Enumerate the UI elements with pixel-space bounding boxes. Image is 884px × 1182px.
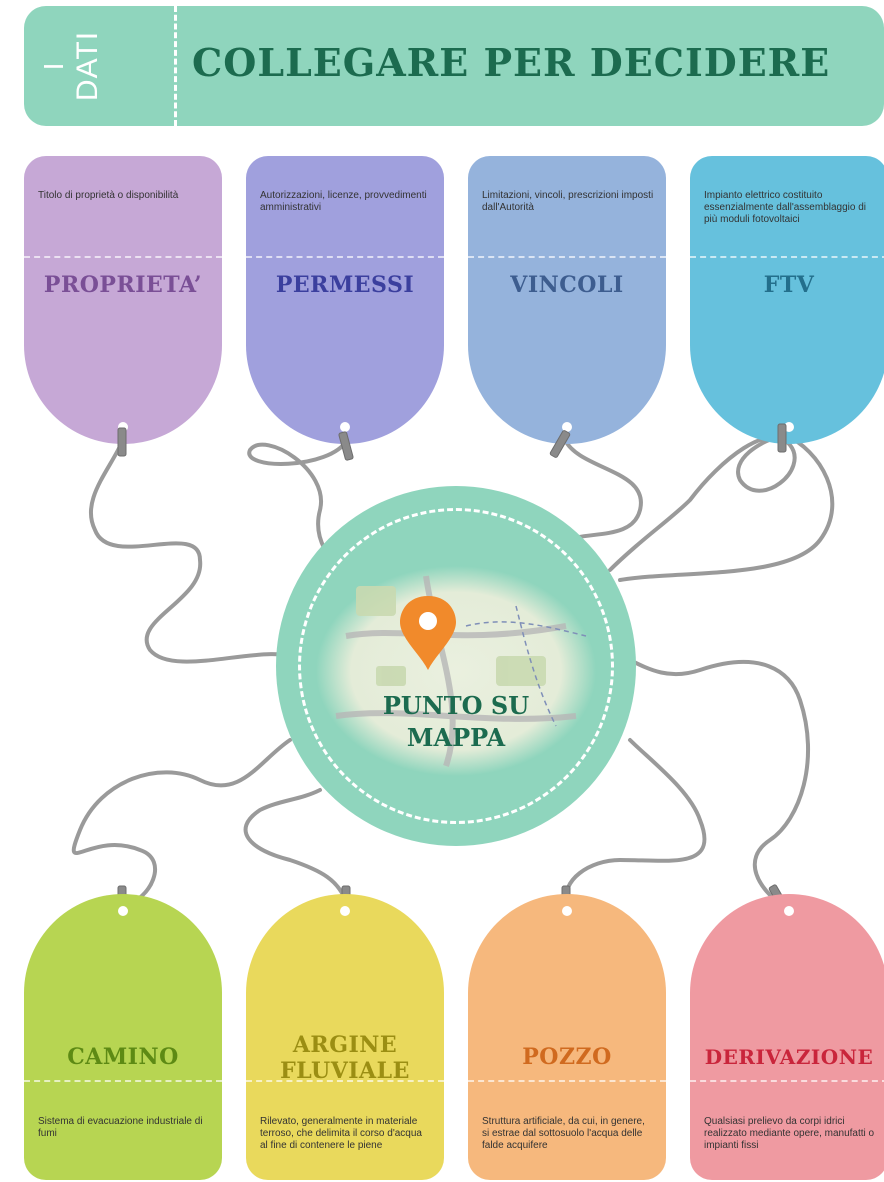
string-camino — [71, 738, 292, 907]
hub-dashed-ring — [298, 508, 614, 824]
tag-title: DERIVAZIONE — [704, 1045, 874, 1069]
tag-title: CAMINO — [67, 1044, 179, 1070]
clip-icon — [777, 423, 787, 453]
tag-title: ARGINE FLUVIALE — [246, 1032, 444, 1084]
tag-hole — [340, 422, 350, 432]
tag-divider — [690, 256, 884, 258]
tag-description: Titolo di proprietà o disponibilità — [38, 190, 179, 201]
hub-label: PUNTO SU MAPPA — [336, 690, 576, 754]
page-title: COLLEGARE PER DECIDERE — [192, 40, 831, 85]
tag-hole — [784, 906, 794, 916]
string-derivazione — [628, 658, 810, 907]
tag-hole — [784, 422, 794, 432]
clip-icon — [549, 430, 571, 458]
tag-description: Rilevato, generalmente in materiale terr… — [260, 1116, 422, 1151]
tag-title: FTV — [763, 272, 815, 298]
tag-title: PROPRIETA’ — [43, 272, 203, 298]
clip-icon — [117, 427, 127, 457]
header-banner: I DATI COLLEGARE PER DECIDERE — [24, 6, 884, 126]
tag-permessi: Autorizzazioni, licenze, provvedimenti a… — [246, 156, 444, 444]
tag-description: Impianto elettrico costituito essenzialm… — [704, 190, 867, 225]
tag-divider — [24, 1080, 222, 1082]
tag-hole — [118, 906, 128, 916]
hub-label-line1: PUNTO SU — [382, 691, 530, 720]
string-proprieta — [88, 438, 302, 664]
map-pin-icon — [400, 596, 456, 670]
tag-title: VINCOLI — [510, 272, 624, 298]
tag-description: Autorizzazioni, licenze, provvedimenti a… — [260, 190, 427, 213]
tag-ftv: Impianto elettrico costituito essenzialm… — [690, 156, 884, 444]
tag-title-line1: ARGINE — [292, 1032, 398, 1058]
tag-title-line2: FLUVIALE — [280, 1058, 410, 1084]
string-pozzo — [563, 738, 707, 907]
tag-pozzo: POZZO Struttura artificiale, da cui, in … — [468, 894, 666, 1180]
header-divider — [174, 6, 177, 126]
string-ftv — [608, 433, 835, 582]
tag-divider — [468, 256, 666, 258]
tag-divider — [246, 1080, 444, 1082]
tag-title: PERMESSI — [275, 272, 415, 298]
tag-description: Qualsiasi prelievo da corpi idrici reali… — [704, 1116, 875, 1151]
tag-hole — [118, 422, 128, 432]
map-thumbnail — [316, 566, 596, 776]
string-permessi — [247, 438, 352, 582]
clip-icon — [338, 431, 354, 461]
tag-description: Sistema di evacuazione industriale di fu… — [38, 1116, 203, 1139]
tag-title: POZZO — [522, 1044, 612, 1070]
tag-hole — [562, 422, 572, 432]
tag-hole — [340, 906, 350, 916]
tag-divider — [24, 256, 222, 258]
tag-hole — [562, 906, 572, 916]
central-hub: PUNTO SU MAPPA — [276, 486, 636, 846]
tag-divider — [690, 1080, 884, 1082]
tag-description: Limitazioni, vincoli, prescrizioni impos… — [482, 190, 654, 213]
hub-label-line2: MAPPA — [406, 723, 506, 752]
tag-description: Struttura artificiale, da cui, in genere… — [482, 1116, 645, 1151]
tag-proprieta: Titolo di proprietà o disponibilità PROP… — [24, 156, 222, 444]
tag-camino: CAMINO Sistema di evacuazione industrial… — [24, 894, 222, 1180]
tag-vincoli: Limitazioni, vincoli, prescrizioni impos… — [468, 156, 666, 444]
tag-divider — [246, 256, 444, 258]
tag-argine-fluviale: ARGINE FLUVIALE Rilevato, generalmente i… — [246, 894, 444, 1180]
tag-divider — [468, 1080, 666, 1082]
string-argine — [243, 788, 349, 907]
tag-derivazione: DERIVAZIONE Qualsiasi prelievo da corpi … — [690, 894, 884, 1180]
